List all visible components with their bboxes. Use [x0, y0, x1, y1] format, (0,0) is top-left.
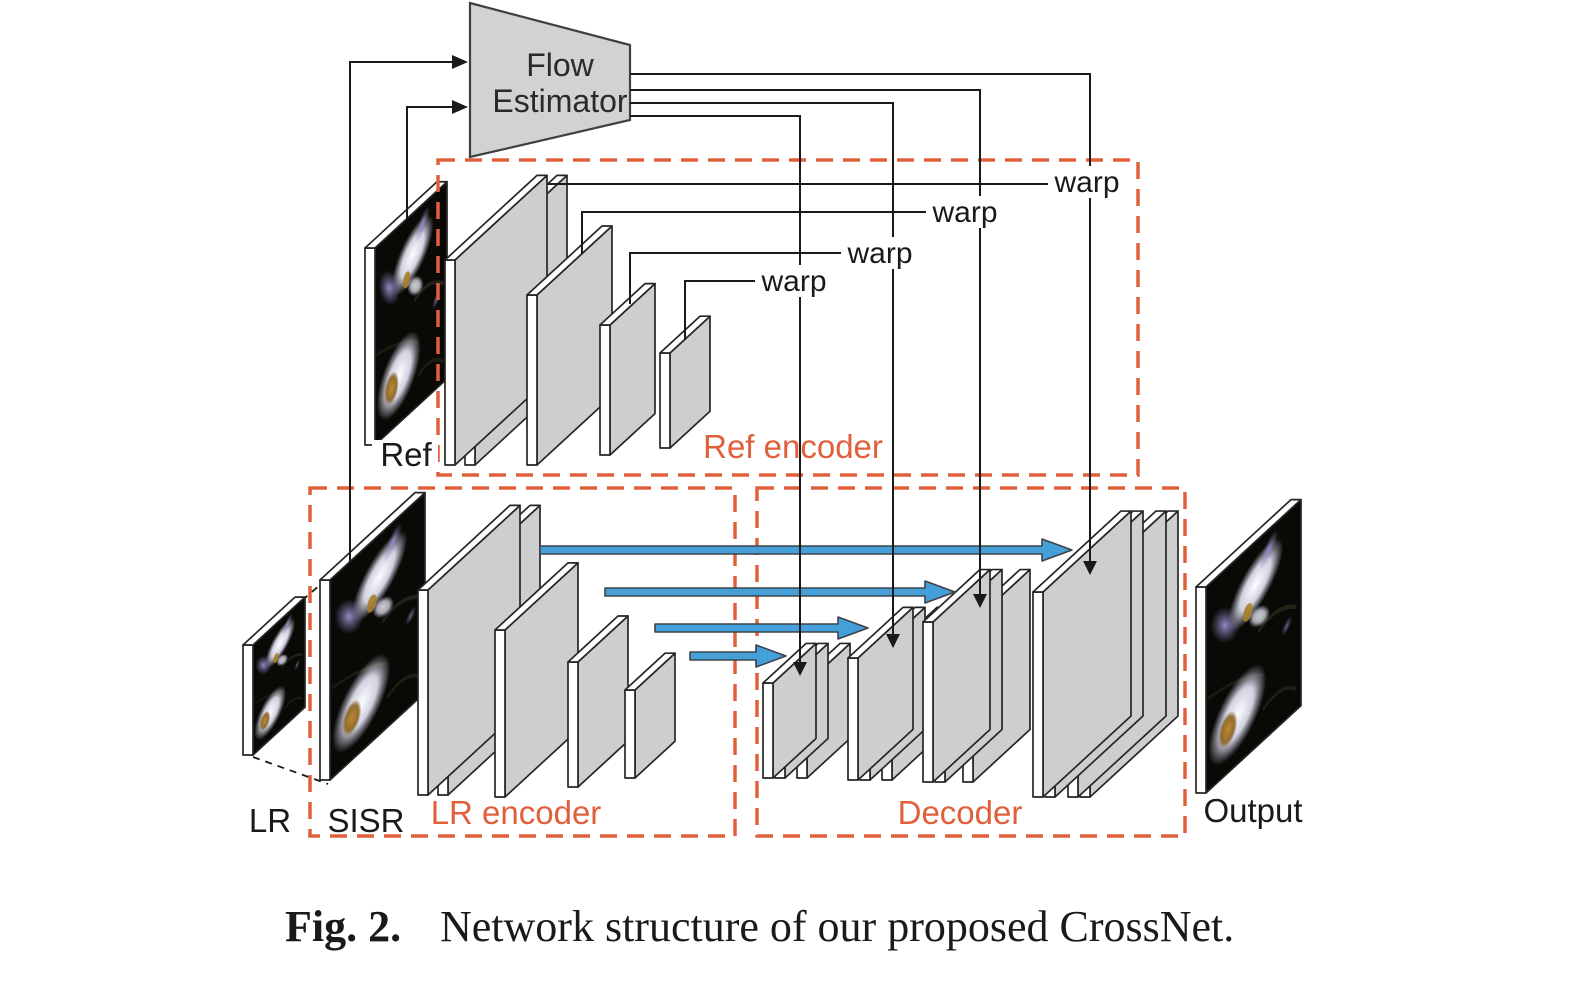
ref-image-plate [364, 180, 448, 446]
ref-encoder-box [436, 158, 1140, 477]
sisr-to-flow-line [349, 61, 452, 562]
lr-encoder-plate [494, 561, 579, 798]
flow-input-arrow-1-icon [452, 55, 468, 69]
flow-estimator-block: Flow Estimator [468, 1, 632, 159]
flow-output-line-4 [630, 115, 801, 662]
decoder-plate [847, 606, 914, 781]
ref-encoder-plate [526, 225, 613, 466]
warp-label-4: warp [760, 265, 826, 298]
figure-caption-text: Network structure of our proposed CrossN… [440, 902, 1234, 951]
skip-arrow-4-icon [689, 644, 787, 668]
warp-line-4 [684, 280, 755, 340]
warp-label-1: warp [1053, 166, 1119, 199]
flow-estimator-label-line2: Estimator [492, 83, 627, 119]
ref-to-flow-line [406, 106, 452, 219]
skip-arrow-3-icon [654, 616, 869, 640]
wiring [349, 55, 1097, 676]
skip-connection-arrows [539, 538, 1073, 668]
skip-arrow-2-icon [604, 580, 956, 604]
ref-encoder-plate [659, 315, 711, 449]
warp-down-arrow-3-icon [973, 594, 987, 608]
sisr-image-plate [319, 491, 426, 781]
warp-down-arrow-2-icon [886, 634, 900, 648]
warp-label-2: warp [931, 196, 997, 229]
decoder-plate [1032, 510, 1132, 798]
decoder-plate [922, 568, 991, 783]
lr-image-plate [242, 596, 306, 756]
figure-caption: Fig. 2. Network structure of our propose… [285, 902, 1234, 951]
flow-output-line-3 [630, 102, 894, 634]
lr-encoder-label: LR encoder [431, 794, 602, 831]
decoder-label: Decoder [898, 794, 1023, 831]
lr-encoder-plate [567, 615, 629, 788]
flow-output-line-2 [630, 89, 981, 594]
output-image-label: Output [1203, 792, 1302, 829]
ref-encoder-label: Ref encoder [703, 428, 883, 465]
lr-encoder-plate [624, 652, 676, 779]
warp-line-3 [629, 252, 841, 304]
skip-arrow-1-icon [539, 538, 1073, 562]
warp-down-arrow-4-icon [1083, 561, 1097, 575]
feature-plates-layer [242, 174, 1302, 798]
lr-image-label: LR [249, 802, 291, 839]
ref-image-label: Ref [380, 436, 432, 473]
warp-label-3: warp [846, 237, 912, 270]
warp-down-arrow-1-icon [793, 662, 807, 676]
warp-line-2 [581, 211, 926, 254]
output-image-plate [1195, 498, 1302, 794]
decoder-plate [762, 642, 817, 779]
lr-encoder-box [308, 486, 737, 838]
sisr-image-label: SISR [327, 802, 404, 839]
labels: warp warp warp warp Ref LR SISR Output R… [249, 166, 1303, 839]
ref-encoder-plate [599, 282, 656, 456]
figure-caption-prefix: Fig. 2. [285, 902, 401, 951]
flow-estimator-label-line1: Flow [526, 47, 594, 83]
flow-output-line-1 [630, 73, 1091, 561]
flow-input-arrow-2-icon [452, 100, 468, 114]
